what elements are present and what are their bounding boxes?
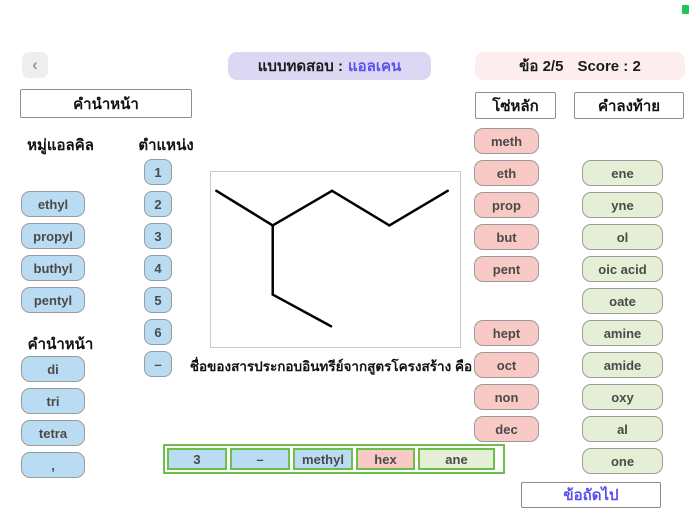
suffix-section-title: คำลงท้าย bbox=[597, 97, 661, 115]
prefix-button-tetra[interactable]: tetra bbox=[21, 420, 85, 446]
alkyl-button-propyl[interactable]: propyl bbox=[21, 223, 85, 249]
main-chain-section-title: โซ่หลัก bbox=[492, 97, 539, 115]
molecule-svg bbox=[215, 189, 449, 328]
position-button-2[interactable]: 2 bbox=[144, 191, 172, 217]
chain-button-eth[interactable]: eth bbox=[474, 160, 539, 186]
chain-button-non[interactable]: non bbox=[474, 384, 539, 410]
back-button[interactable]: ‹ bbox=[22, 52, 48, 78]
suffix-section-header: คำลงท้าย bbox=[574, 92, 684, 119]
suffix-button-oate[interactable]: oate bbox=[582, 288, 663, 314]
chain-button-but[interactable]: but bbox=[474, 224, 539, 250]
suffix-button-ene[interactable]: ene bbox=[582, 160, 663, 186]
suffix-button-one[interactable]: one bbox=[582, 448, 663, 474]
suffix-button-ol[interactable]: ol bbox=[582, 224, 663, 250]
prefix-button-comma[interactable]: , bbox=[21, 452, 85, 478]
answer-slot-suffix[interactable]: ane bbox=[418, 448, 495, 470]
chain-button-meth[interactable]: meth bbox=[474, 128, 539, 154]
position-label: ตำแหน่ง bbox=[138, 137, 194, 154]
answer-bar: 3 – methyl hex ane bbox=[163, 444, 505, 474]
next-question-button[interactable]: ข้อถัดไป bbox=[521, 482, 661, 508]
position-button-3[interactable]: 3 bbox=[144, 223, 172, 249]
suffix-button-amide[interactable]: amide bbox=[582, 352, 663, 378]
position-button-1[interactable]: 1 bbox=[144, 159, 172, 185]
chain-button-hept[interactable]: hept bbox=[474, 320, 539, 346]
alkyl-button-buthyl[interactable]: buthyl bbox=[21, 255, 85, 281]
suffix-button-amine[interactable]: amine bbox=[582, 320, 663, 346]
alkyl-button-ethyl[interactable]: ethyl bbox=[21, 191, 85, 217]
prefix-section-title: คำนำหน้า bbox=[73, 95, 139, 113]
chain-button-oct[interactable]: oct bbox=[474, 352, 539, 378]
prefix-button-di[interactable]: di bbox=[21, 356, 85, 382]
position-button-dash[interactable]: – bbox=[144, 351, 172, 377]
answer-slot-dash[interactable]: – bbox=[230, 448, 290, 470]
alkyl-button-pentyl[interactable]: pentyl bbox=[21, 287, 85, 313]
prefix-section-header: คำนำหน้า bbox=[20, 89, 192, 118]
question-caption: ชื่อของสารประกอบอินทรีย์จากสูตรโครงสร้าง… bbox=[189, 359, 473, 374]
score-pill: ข้อ 2/5 Score : 2 bbox=[475, 52, 685, 80]
quiz-title-label: แบบทดสอบ : bbox=[257, 58, 343, 75]
answer-slot-alkyl[interactable]: methyl bbox=[293, 448, 353, 470]
recording-indicator-icon bbox=[682, 5, 689, 14]
question-progress: ข้อ 2/5 bbox=[519, 58, 564, 75]
suffix-button-yne[interactable]: yne bbox=[582, 192, 663, 218]
molecule-structure-box bbox=[210, 171, 461, 348]
score-value: Score : 2 bbox=[577, 57, 641, 75]
answer-slot-chain[interactable]: hex bbox=[356, 448, 415, 470]
chain-button-prop[interactable]: prop bbox=[474, 192, 539, 218]
quiz-type-label: แอลเคน bbox=[347, 58, 402, 75]
prefix-button-tri[interactable]: tri bbox=[21, 388, 85, 414]
suffix-button-oic-acid[interactable]: oic acid bbox=[582, 256, 663, 282]
quiz-title-pill: แบบทดสอบ : แอลเคน bbox=[228, 52, 431, 80]
alkyl-group-label: หมู่แอลคิล bbox=[27, 137, 94, 154]
chain-button-dec[interactable]: dec bbox=[474, 416, 539, 442]
answer-slot-number[interactable]: 3 bbox=[167, 448, 227, 470]
prefix-small-label: คำนำหน้า bbox=[27, 336, 94, 353]
position-button-6[interactable]: 6 bbox=[144, 319, 172, 345]
position-button-4[interactable]: 4 bbox=[144, 255, 172, 281]
suffix-button-oxy[interactable]: oxy bbox=[582, 384, 663, 410]
position-button-5[interactable]: 5 bbox=[144, 287, 172, 313]
main-chain-section-header: โซ่หลัก bbox=[475, 92, 556, 119]
suffix-button-al[interactable]: al bbox=[582, 416, 663, 442]
chain-button-pent[interactable]: pent bbox=[474, 256, 539, 282]
